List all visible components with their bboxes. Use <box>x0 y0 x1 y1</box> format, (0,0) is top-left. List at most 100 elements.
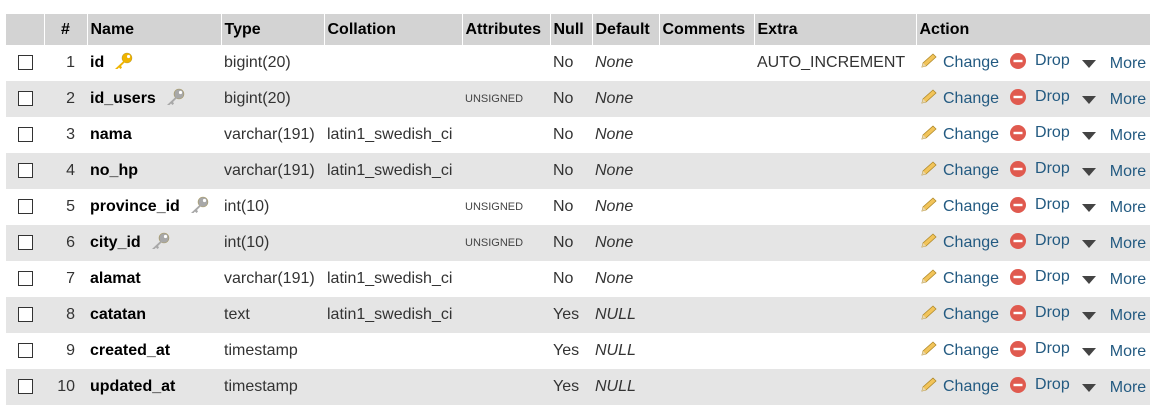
pencil-icon <box>919 304 943 327</box>
column-null: Yes <box>550 369 592 405</box>
row-number: 8 <box>44 297 87 333</box>
change-link[interactable]: Change <box>919 304 999 327</box>
column-comments <box>659 369 754 405</box>
drop-icon <box>1009 268 1031 286</box>
more-dropdown[interactable]: More <box>1080 163 1146 181</box>
row-number: 3 <box>44 117 87 153</box>
column-null: No <box>550 153 592 189</box>
header-select <box>6 14 45 45</box>
row-checkbox[interactable] <box>17 199 33 215</box>
pencil-icon <box>919 160 943 183</box>
column-name: city_id <box>90 233 141 251</box>
caret-down-icon <box>1080 382 1104 394</box>
column-null: Yes <box>550 333 592 369</box>
column-type: int(10) <box>221 225 324 261</box>
change-label: Change <box>943 378 1000 395</box>
change-link[interactable]: Change <box>919 376 999 399</box>
more-dropdown[interactable]: More <box>1080 235 1146 253</box>
more-dropdown[interactable]: More <box>1080 91 1146 109</box>
row-checkbox[interactable] <box>17 235 33 251</box>
column-default: NULL <box>592 333 659 369</box>
column-attributes <box>462 369 550 405</box>
row-checkbox[interactable] <box>17 91 33 107</box>
drop-icon <box>1009 52 1031 70</box>
column-extra <box>754 297 916 333</box>
change-link[interactable]: Change <box>919 232 999 255</box>
change-label: Change <box>943 126 1000 143</box>
drop-icon <box>1009 340 1031 358</box>
column-attributes <box>462 45 550 81</box>
row-checkbox[interactable] <box>17 271 33 287</box>
change-link[interactable]: Change <box>919 52 999 75</box>
pencil-icon <box>919 376 943 399</box>
more-dropdown[interactable]: More <box>1080 199 1146 217</box>
change-link[interactable]: Change <box>919 340 999 363</box>
column-comments <box>659 261 754 297</box>
change-link[interactable]: Change <box>919 268 999 291</box>
column-comments <box>659 225 754 261</box>
drop-link[interactable]: Drop <box>1009 160 1070 178</box>
column-type: timestamp <box>221 369 324 405</box>
column-null: No <box>550 225 592 261</box>
change-link[interactable]: Change <box>919 88 999 111</box>
column-extra <box>754 117 916 153</box>
drop-link[interactable]: Drop <box>1009 268 1070 286</box>
more-dropdown[interactable]: More <box>1080 55 1146 73</box>
row-number: 2 <box>44 81 87 117</box>
row-number: 4 <box>44 153 87 189</box>
column-collation <box>324 45 462 81</box>
drop-link[interactable]: Drop <box>1009 232 1070 250</box>
row-checkbox[interactable] <box>17 163 33 179</box>
change-link[interactable]: Change <box>919 160 999 183</box>
column-collation: latin1_swedish_ci <box>324 117 462 153</box>
caret-down-icon <box>1080 274 1104 286</box>
change-link[interactable]: Change <box>919 124 999 147</box>
pencil-icon <box>919 268 943 291</box>
more-label: More <box>1109 342 1147 360</box>
drop-link[interactable]: Drop <box>1009 88 1070 106</box>
caret-down-icon <box>1080 346 1104 358</box>
header-null: Null <box>550 14 593 45</box>
more-dropdown[interactable]: More <box>1080 127 1146 145</box>
drop-link[interactable]: Drop <box>1009 340 1070 358</box>
change-label: Change <box>943 234 1000 251</box>
row-checkbox[interactable] <box>17 127 33 143</box>
more-dropdown[interactable]: More <box>1080 307 1146 325</box>
row-checkbox[interactable] <box>17 55 33 71</box>
drop-label: Drop <box>1035 303 1070 321</box>
caret-down-icon <box>1080 58 1104 70</box>
row-checkbox[interactable] <box>17 379 33 395</box>
more-dropdown[interactable]: More <box>1080 379 1146 397</box>
row-checkbox[interactable] <box>17 307 33 323</box>
drop-link[interactable]: Drop <box>1009 52 1070 70</box>
drop-label: Drop <box>1035 195 1070 213</box>
drop-link[interactable]: Drop <box>1009 376 1070 394</box>
more-label: More <box>1109 270 1147 288</box>
column-collation <box>324 81 462 117</box>
drop-link[interactable]: Drop <box>1009 196 1070 214</box>
column-name: nama <box>90 126 132 143</box>
column-default: NULL <box>592 297 659 333</box>
table-header-row: # Name Type Collation Attributes Null De… <box>6 14 1151 45</box>
drop-link[interactable]: Drop <box>1009 124 1070 142</box>
more-dropdown[interactable]: More <box>1080 271 1146 289</box>
row-checkbox[interactable] <box>17 343 33 359</box>
column-extra <box>754 189 916 225</box>
more-dropdown[interactable]: More <box>1080 343 1146 361</box>
column-attributes: UNSIGNED <box>462 225 550 261</box>
drop-link[interactable]: Drop <box>1009 304 1070 322</box>
row-number: 5 <box>44 189 87 225</box>
change-link[interactable]: Change <box>919 196 999 219</box>
column-collation <box>324 369 462 405</box>
column-attributes <box>462 261 550 297</box>
column-collation: latin1_swedish_ci <box>324 153 462 189</box>
caret-down-icon <box>1080 166 1104 178</box>
column-extra <box>754 225 916 261</box>
drop-label: Drop <box>1035 375 1070 393</box>
more-label: More <box>1109 198 1147 216</box>
row-number: 6 <box>44 225 87 261</box>
